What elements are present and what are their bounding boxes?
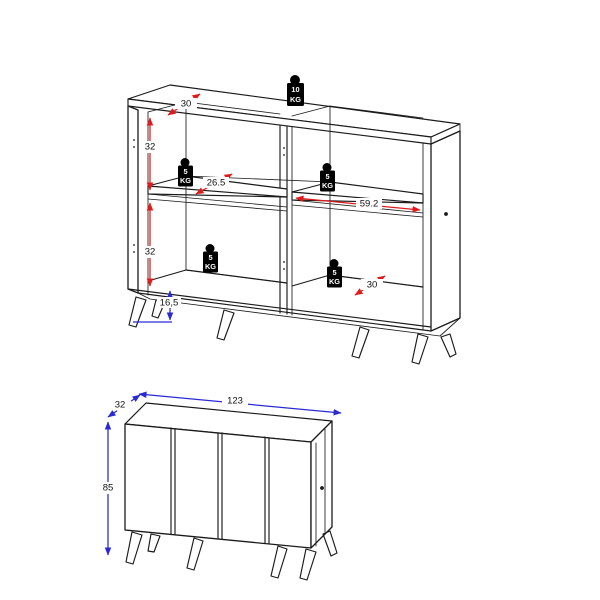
- left-panel-peg-holes: [133, 139, 135, 253]
- open-shelving-view: 30 32 32 26.5: [127, 75, 461, 365]
- dimension-value-overall-height: 85: [103, 483, 114, 494]
- dimension-bottom-shelf-depth: 30: [354, 275, 386, 296]
- centre-divider: [279, 124, 293, 316]
- load-tag-left-bottom: 5 KG: [203, 244, 218, 273]
- dimension-right-shelf-width: 59.2: [295, 195, 421, 213]
- dimension-left-shelf-depth: 26.5: [195, 173, 233, 195]
- load-tag-unit-left-shelf: KG: [180, 176, 191, 185]
- closed-doors: [170, 427, 270, 545]
- load-tag-left-shelf: 5 KG: [178, 158, 193, 187]
- load-tag-unit-right-shelf: KG: [322, 181, 333, 190]
- load-tag-unit-left-bottom: KG: [205, 262, 216, 271]
- dimension-overall-depth: 32: [107, 394, 141, 418]
- load-tag-top: 10 KG: [287, 75, 304, 106]
- load-tag-right-shelf: 5 KG: [320, 163, 335, 192]
- dimension-value-lower-height: 32: [145, 247, 156, 258]
- side-panel-hole: [444, 212, 448, 216]
- load-tag-weight-left-shelf: 5: [183, 167, 187, 176]
- dimension-value-top-depth: 30: [181, 99, 192, 110]
- carcass-body: [127, 105, 461, 337]
- closed-side-hole: [320, 486, 324, 490]
- legs-open-view: [128, 296, 457, 365]
- load-tag-weight-right-shelf: 5: [325, 172, 329, 181]
- load-tag-weight-left-bottom: 5: [208, 253, 212, 262]
- dimension-value-leg-height: 16,5: [160, 298, 179, 309]
- dimension-upper-height: 32: [141, 117, 159, 191]
- dimension-value-bottom-shelf-depth: 30: [367, 280, 378, 291]
- load-tag-weight-top: 10: [291, 85, 299, 94]
- load-tag-unit-right-bottom: KG: [329, 277, 340, 286]
- dimension-value-right-shelf-width: 59.2: [360, 199, 379, 210]
- load-tag-unit-top: KG: [290, 95, 301, 104]
- dimension-top-depth: 30: [167, 93, 201, 116]
- dimension-overall-width: 123: [138, 391, 342, 416]
- right-bottom-shelf: [291, 274, 424, 288]
- dimension-value-overall-width: 123: [227, 396, 243, 407]
- load-tag-right-bottom: 5 KG: [327, 259, 342, 288]
- dimension-value-left-shelf-depth: 26.5: [207, 178, 226, 189]
- dimension-lower-height: 32: [141, 202, 159, 287]
- dimension-leg-height: 16,5: [133, 290, 181, 323]
- closed-doors-view: 123 32 85: [99, 391, 342, 581]
- dimension-overall-height: 85: [99, 421, 117, 556]
- load-tag-weight-right-bottom: 5: [332, 268, 336, 277]
- dimension-value-upper-height: 32: [145, 142, 156, 153]
- dimension-value-overall-depth: 32: [115, 400, 126, 411]
- legs-closed-view: [125, 530, 338, 581]
